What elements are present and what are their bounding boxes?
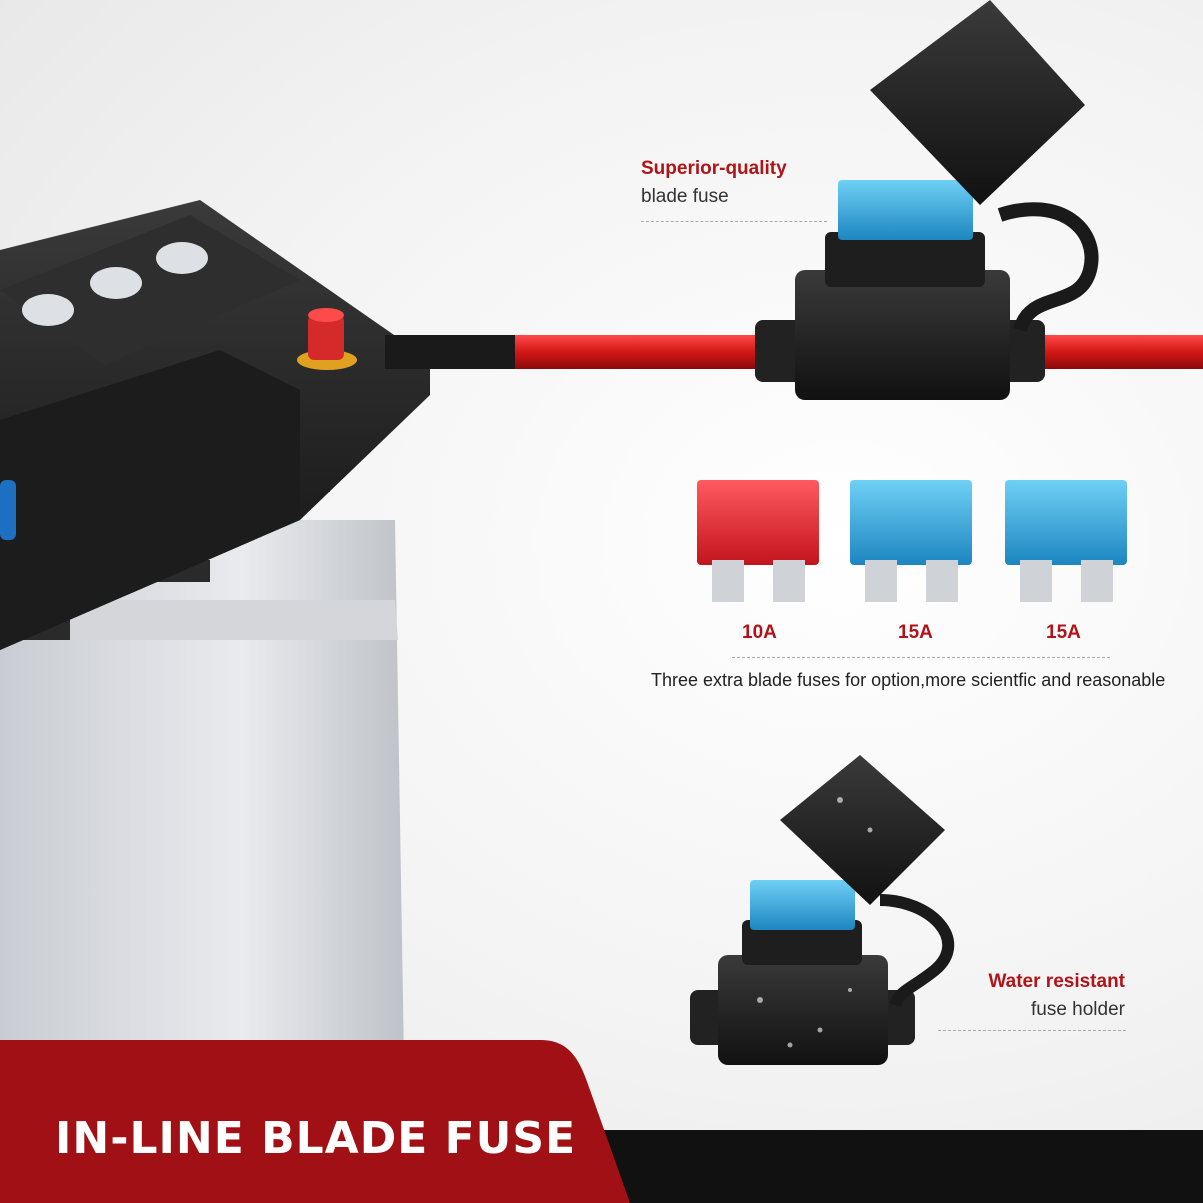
callout-bottom-divider <box>938 1030 1126 1031</box>
inline-fuse-holder-illustration <box>755 0 1099 400</box>
banner-title: IN-LINE BLADE FUSE <box>55 1113 577 1164</box>
callout-top-subtitle: blade fuse <box>641 186 729 207</box>
callout-top: Superior-quality blade fuse <box>641 158 787 208</box>
blue-blade-fuse-icon <box>850 480 972 602</box>
red-blade-fuse-icon <box>697 480 819 602</box>
callout-bottom-highlight: Water resistant <box>988 971 1125 992</box>
fuses-divider <box>732 657 1110 658</box>
callout-top-highlight: Superior-quality <box>641 158 787 179</box>
water-resistant-fuse-holder-illustration <box>690 755 955 1065</box>
fuse-rating: 10A <box>742 622 777 643</box>
fuse-rating: 15A <box>1046 622 1081 643</box>
callout-top-divider <box>641 221 827 222</box>
car-battery-illustration <box>0 200 430 1120</box>
blue-blade-fuse-icon <box>1005 480 1127 602</box>
callout-bottom: Water resistant fuse holder <box>988 971 1125 1021</box>
fuses-caption: Three extra blade fuses for option,more … <box>651 670 1166 690</box>
banner-background <box>0 1040 1203 1203</box>
fuse-rating: 15A <box>898 622 933 643</box>
callout-bottom-subtitle: fuse holder <box>1030 999 1125 1020</box>
cap-icon <box>22 242 208 326</box>
